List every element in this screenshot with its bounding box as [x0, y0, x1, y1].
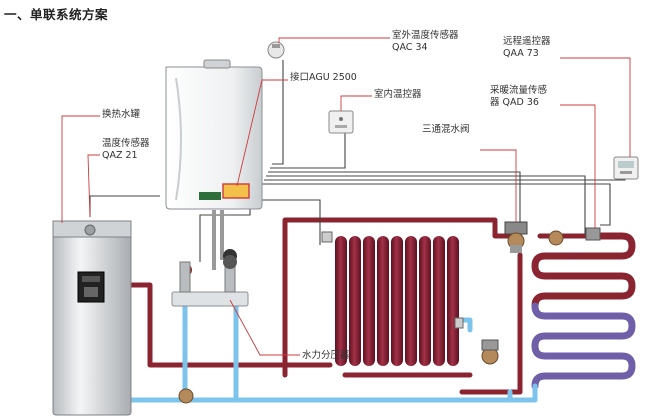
outdoor-temperature-sensor — [267, 41, 285, 59]
label-remote-controller: 远程遥控器 QAA 73 — [503, 36, 551, 60]
label-mixing-valve: 三通混水阀 — [422, 124, 470, 136]
temp-sensor-name: 温度传感器 — [102, 138, 150, 149]
remote-controller-device — [613, 156, 639, 180]
tank-text: 换热水罐 — [102, 109, 141, 120]
remote-controller-name: 远程遥控器 — [503, 36, 551, 47]
wall-boiler — [165, 59, 263, 276]
mixing-valve-text: 三通混水阀 — [422, 124, 470, 135]
hot-pipe-right-drop — [459, 252, 523, 395]
heat-exchange-tank — [52, 220, 132, 416]
leader-lines — [61, 37, 631, 356]
remote-controller-model: QAA 73 — [503, 48, 539, 59]
flow-sensor-name: 采暖流量传感 — [490, 85, 548, 96]
label-room-controller: 室内温控器 — [374, 89, 422, 101]
agu-interface-module — [222, 183, 250, 199]
three-way-mixing-valve — [504, 221, 528, 253]
radiator — [321, 231, 464, 366]
circulation-pumps — [178, 339, 499, 404]
outdoor-sensor-model: QAC 34 — [392, 42, 428, 53]
flow-sensor-model: 器 QAD 36 — [490, 97, 539, 108]
section-heading: 一、单联系统方案 — [4, 7, 109, 22]
hot-pipe-tank-loop — [127, 282, 333, 368]
label-hydraulic-separator: 水力分压器 — [302, 350, 350, 362]
temp-sensor-model: QAZ 21 — [102, 150, 138, 161]
cold-pipe-bottom — [127, 383, 538, 403]
label-outdoor-sensor: 室外温度传感器 QAC 34 — [392, 30, 459, 54]
room-controller-text: 室内温控器 — [374, 89, 422, 100]
label-flow-sensor: 采暖流量传感 器 QAD 36 — [490, 85, 547, 109]
label-temp-sensor: 温度传感器 QAZ 21 — [102, 138, 150, 162]
floor-heating-coil — [531, 232, 636, 390]
hydraulic-separator-text: 水力分压器 — [302, 350, 350, 361]
outdoor-sensor-name: 室外温度传感器 — [392, 30, 459, 41]
label-tank: 换热水罐 — [102, 109, 140, 121]
boiler-display — [199, 192, 221, 200]
flow-sensor-device — [548, 227, 601, 246]
label-interface: 接口AGU 2500 — [290, 72, 357, 84]
hydraulic-separator-unit — [171, 255, 249, 307]
room-thermostat-device — [328, 110, 354, 134]
hot-pipe-boiler-to-radiator — [282, 217, 518, 378]
interface-text: 接口AGU 2500 — [290, 72, 357, 83]
